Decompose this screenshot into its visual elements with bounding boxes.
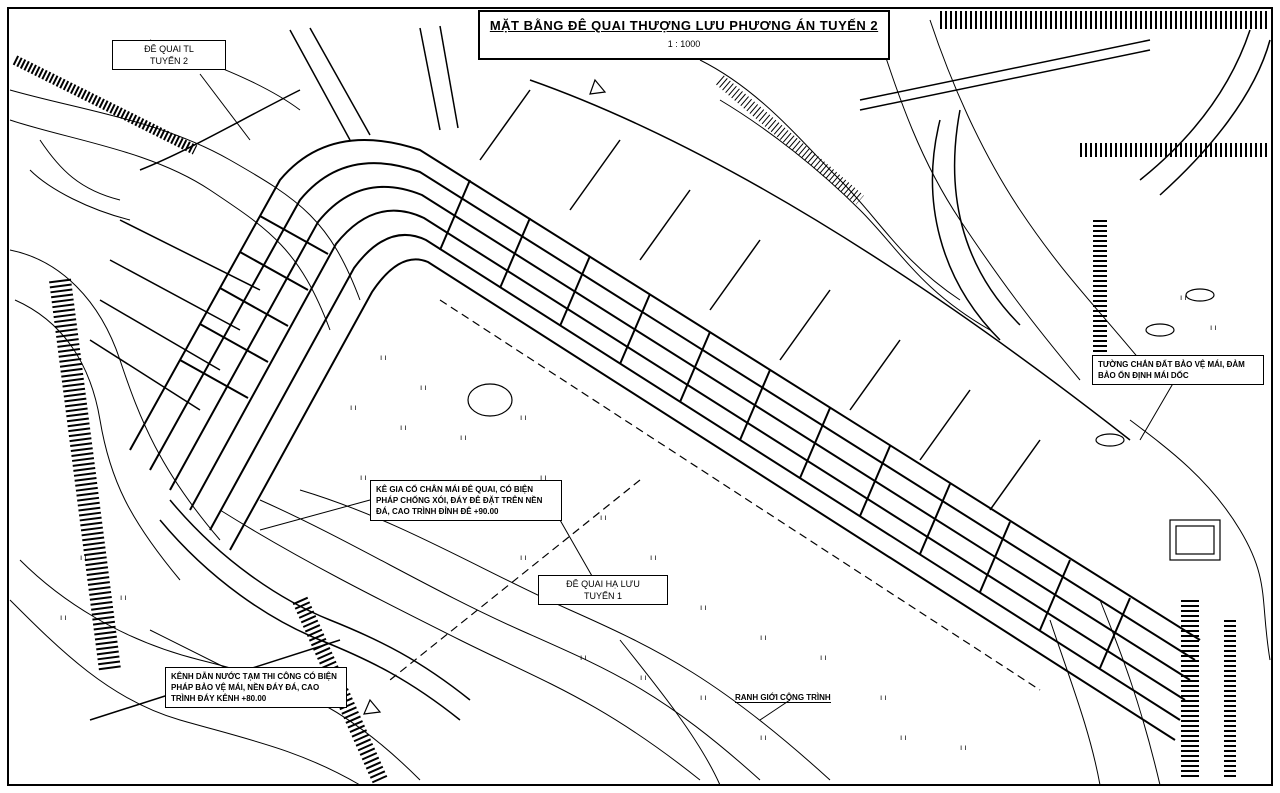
drawing-title-block: MẶT BẰNG ĐÊ QUAI THƯỢNG LƯU PHƯƠNG ÁN TU… [478,10,890,60]
svg-text:ı ı: ı ı [350,403,357,412]
svg-text:ı ı: ı ı [760,733,767,742]
cofferdam-outline [129,139,1201,741]
svg-text:ı ı: ı ı [640,673,647,682]
label-upper-line1: ĐÊ QUAI TL [144,44,194,54]
svg-text:ı ı: ı ı [820,653,827,662]
svg-text:ı ı: ı ı [700,603,707,612]
svg-text:ı ı: ı ı [700,693,707,702]
label-upper-cofferdam: ĐÊ QUAI TL TUYẾN 2 [112,40,226,70]
structure-details [363,78,1221,715]
drawing-frame [7,7,1273,786]
svg-text:ı ı: ı ı [520,553,527,562]
note-lower-left: KÊNH DẪN NƯỚC TẠM THI CÔNG CÓ BIỆN PHÁP … [165,667,347,708]
svg-text:ı ı: ı ı [900,733,907,742]
svg-text:ı ı: ı ı [60,613,67,622]
dam-cross-ties [179,179,1131,669]
svg-text:ı ı: ı ı [1210,323,1217,332]
svg-text:ı ı: ı ı [600,513,607,522]
label-lower-line2: TUYẾN 1 [583,591,622,601]
svg-text:ı ı: ı ı [420,383,427,392]
excavation-boundary [389,299,1041,691]
label-upper-line2: TUYẾN 2 [149,56,188,66]
svg-text:ı ı: ı ı [960,743,967,752]
svg-text:ı ı: ı ı [580,653,587,662]
label-lower-line1: ĐÊ QUAI HẠ LƯU [566,579,640,589]
note-right: TƯỜNG CHẮN ĐẤT BẢO VỆ MÁI, ĐẢM BẢO ỔN ĐỊ… [1092,355,1264,385]
access-road [859,29,1271,341]
svg-text:ı ı: ı ı [460,433,467,442]
svg-text:ı ı: ı ı [400,423,407,432]
svg-text:ı ı: ı ı [520,413,527,422]
svg-text:ı ı: ı ı [880,693,887,702]
drawing-title: MẶT BẰNG ĐÊ QUAI THƯỢNG LƯU PHƯƠNG ÁN TU… [489,18,879,33]
svg-text:ı ı: ı ı [360,473,367,482]
svg-text:ı ı: ı ı [120,593,127,602]
embankment-panels [89,25,1131,511]
slope-hatching [12,11,1270,784]
svg-text:ı ı: ı ı [540,473,547,482]
note-center: KÊ GIA CỐ CHÂN MÁI ĐÊ QUAI, CÓ BIỆN PHÁP… [370,480,562,521]
svg-text:ı ı: ı ı [650,553,657,562]
note-bottom: RANH GIỚI CÔNG TRÌNH [735,693,831,703]
label-lower-cofferdam: ĐÊ QUAI HẠ LƯU TUYẾN 1 [538,575,668,605]
svg-text:ı ı: ı ı [380,353,387,362]
svg-text:ı ı: ı ı [1180,293,1187,302]
svg-text:ı ı: ı ı [80,553,87,562]
svg-text:ı ı: ı ı [760,633,767,642]
drawing-scale: 1 : 1000 [667,39,701,49]
